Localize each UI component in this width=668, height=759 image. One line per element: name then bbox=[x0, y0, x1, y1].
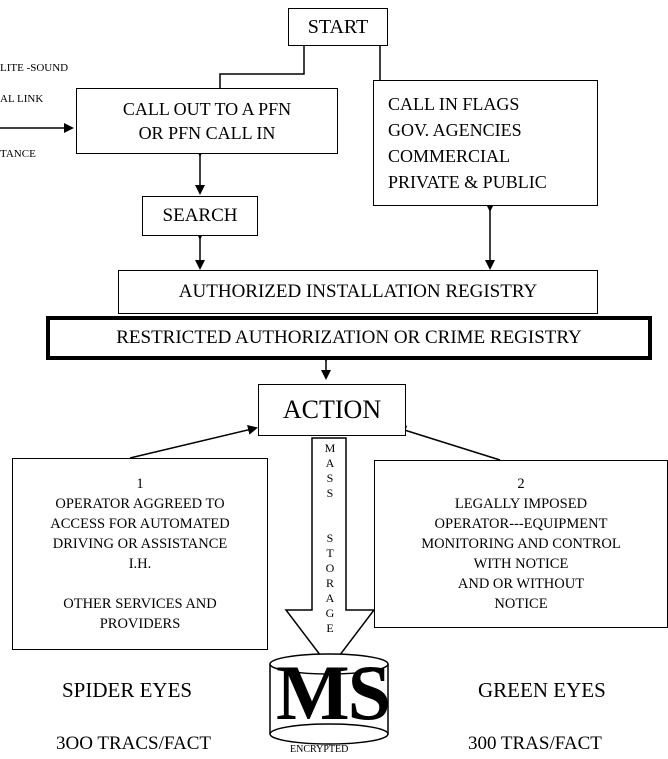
search-box: SEARCH bbox=[142, 196, 258, 236]
input-link-label: AL LINK bbox=[0, 93, 44, 105]
mass-storage-arrow bbox=[284, 437, 376, 670]
box-1-line: I.H. bbox=[128, 556, 152, 572]
call-in-line-3: COMMERCIAL bbox=[388, 146, 511, 166]
box-2-line: LEGALLY IMPOSED bbox=[454, 496, 588, 512]
search-label: SEARCH bbox=[162, 205, 238, 226]
box-1-line: DRIVING OR ASSISTANCE bbox=[52, 536, 228, 552]
box-2: 2 LEGALLY IMPOSED OPERATOR---EQUIPMENT M… bbox=[374, 460, 668, 628]
action-label: ACTION bbox=[282, 395, 382, 424]
start-to-callout-line bbox=[219, 44, 305, 88]
ms-letter: T bbox=[326, 546, 334, 560]
box-1-line: PROVIDERS bbox=[99, 616, 181, 632]
ms-letter: R bbox=[325, 576, 334, 590]
call-out-line-1: CALL OUT TO A PFN bbox=[122, 99, 292, 119]
box-1-number: 1 bbox=[136, 476, 144, 492]
ms-letter: O bbox=[325, 561, 335, 575]
ms-letter: A bbox=[325, 591, 335, 605]
box-1-line: OPERATOR AGGREED TO bbox=[55, 496, 225, 512]
call-in-box: CALL IN FLAGS GOV. AGENCIES COMMERCIAL P… bbox=[373, 80, 598, 206]
start-label: START bbox=[307, 15, 369, 38]
call-in-line-4: PRIVATE & PUBLIC bbox=[388, 172, 547, 192]
mass-storage-letters: M A S S S T O R A G E bbox=[322, 441, 338, 636]
restricted-registry-box: RESTRICTED AUTHORIZATION OR CRIME REGIST… bbox=[46, 316, 652, 360]
box-2-line: NOTICE bbox=[494, 596, 548, 612]
authorized-registry-box: AUTHORIZED INSTALLATION REGISTRY bbox=[118, 270, 598, 314]
input-satellite-label: LITE -SOUND bbox=[0, 62, 69, 74]
input-distance-label: TANCE bbox=[0, 148, 36, 160]
spider-eyes-label: SPIDER EYES bbox=[62, 678, 193, 702]
spider-tracs-label: 3OO TRACS/FACT bbox=[56, 733, 212, 754]
box-1-line: OTHER SERVICES AND bbox=[63, 596, 217, 612]
box-1: 1 OPERATOR AGGREED TO ACCESS FOR AUTOMAT… bbox=[12, 458, 268, 650]
ms-letter: S bbox=[326, 531, 334, 545]
ms-cylinder bbox=[269, 653, 389, 745]
call-in-line-1: CALL IN FLAGS bbox=[388, 94, 520, 114]
authorized-registry-label: AUTHORIZED INSTALLATION REGISTRY bbox=[178, 281, 538, 302]
encrypted-label: ENCRYPTED bbox=[290, 744, 349, 755]
ms-letter: A bbox=[325, 456, 335, 470]
green-tras-label: 300 TRAS/FACT bbox=[468, 733, 602, 754]
ms-letter: S bbox=[326, 486, 334, 500]
box2-action-arrow bbox=[396, 425, 501, 461]
box-2-line: OPERATOR---EQUIPMENT bbox=[434, 516, 608, 532]
ms-letter: E bbox=[326, 621, 334, 635]
green-eyes-label: GREEN EYES bbox=[478, 678, 606, 702]
box-2-number: 2 bbox=[517, 476, 525, 492]
restricted-registry-label: RESTRICTED AUTHORIZATION OR CRIME REGIST… bbox=[116, 327, 582, 348]
start-box: START bbox=[288, 8, 388, 46]
ms-logo-text: MS bbox=[276, 649, 391, 736]
call-out-line-2: OR PFN CALL IN bbox=[138, 123, 276, 143]
ms-letter: M bbox=[324, 441, 336, 455]
box-2-line: WITH NOTICE bbox=[473, 556, 569, 572]
ms-letter: G bbox=[325, 606, 335, 620]
ms-letter bbox=[322, 501, 338, 531]
ms-letter: S bbox=[326, 471, 334, 485]
call-out-box: CALL OUT TO A PFN OR PFN CALL IN bbox=[76, 88, 338, 154]
call-in-line-2: GOV. AGENCIES bbox=[388, 120, 522, 140]
box-2-line: MONITORING AND CONTROL bbox=[421, 536, 621, 552]
box-1-line: ACCESS FOR AUTOMATED bbox=[50, 516, 230, 532]
action-box: ACTION bbox=[258, 384, 406, 436]
box-2-line: AND OR WITHOUT bbox=[457, 576, 585, 592]
box1-action-arrow bbox=[129, 424, 258, 459]
